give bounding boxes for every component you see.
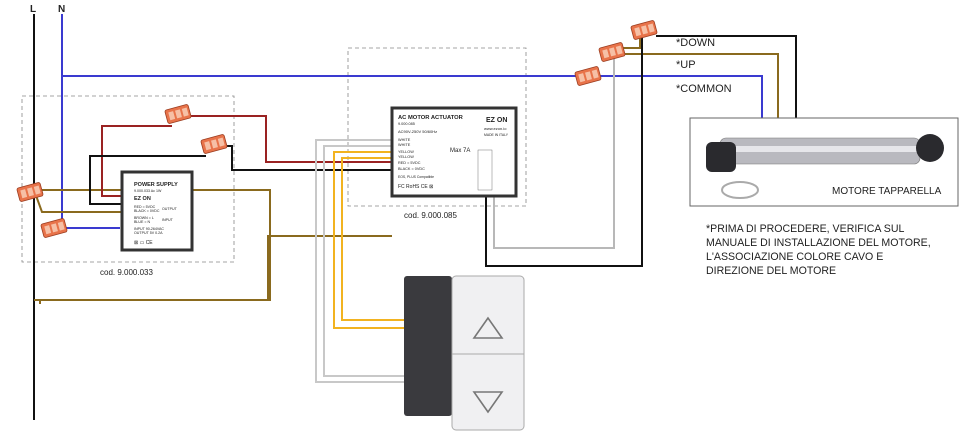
wago-connector [598, 42, 626, 62]
switch-wires [315, 139, 414, 383]
ps-spec2: OUTPUT 5V 0.2A [134, 231, 163, 235]
actuator-compat: EOS, PLUS Compatible [398, 175, 434, 179]
ps-brown-line: BROWN = L [134, 216, 154, 220]
wago-connector [40, 218, 68, 238]
ps-code: cod. 9.000.033 [100, 268, 153, 277]
motor-label: MOTORE TAPPARELLA [832, 186, 942, 197]
ps-blue-line: BLUE = N [134, 220, 150, 224]
actuator-site: www.ezon.io [484, 126, 507, 131]
ps-black-line: BLACK = 0VDC [134, 209, 160, 213]
actuator-model: 9.000.085 [398, 122, 415, 126]
actuator-max: Max 7A [450, 148, 470, 154]
ps-brand-logo: EZ ON [134, 196, 151, 202]
connectors [16, 20, 658, 238]
actuator-white2: WHITE [398, 143, 411, 147]
ps-cert-marks: ⊠ ▭ CE [134, 240, 153, 246]
power-supply-module: POWER SUPPLY 9.000.033 Ac 1W EZ ON RED =… [120, 170, 194, 252]
actuator-red: RED = 5VDC [398, 161, 421, 165]
ps-red-line: RED = 5VDC [134, 205, 156, 209]
power-supply-enclosure [21, 95, 235, 263]
actuator-yellow1: YELLOW [398, 150, 414, 154]
neutral-wire [61, 14, 763, 229]
note-line: *PRIMA DI PROCEDERE, VERIFICA SUL [706, 223, 905, 235]
actuator-brand-logo: EZ ON [486, 117, 507, 124]
ps-subtitle: 9.000.033 Ac 1W [134, 189, 162, 193]
wago-connector [574, 66, 602, 86]
wago-connector [630, 20, 658, 40]
rocker-switch [404, 275, 525, 431]
up-arrow-icon [472, 316, 504, 339]
ps-input: INPUT [162, 218, 174, 222]
actuator-white1: WHITE [398, 138, 411, 142]
actuator-code: cod. 9.000.085 [404, 211, 457, 220]
actuator-title: AC MOTOR ACTUATOR [398, 115, 464, 121]
actuator-made: MADE IN ITALY [484, 133, 509, 137]
installation-note: *PRIMA DI PROCEDERE, VERIFICA SUL MANUAL… [706, 222, 956, 278]
actuator-cert-marks: FC RoHS CE ⊠ [398, 184, 433, 190]
note-line: DIREZIONE DEL MOTORE [706, 265, 837, 277]
down-arrow-icon [472, 391, 504, 414]
line-label: L [30, 4, 36, 15]
actuator-module: AC MOTOR ACTUATOR 9.000.085 AC90V-250V 5… [390, 106, 518, 198]
ps-output: OUTPUT [162, 207, 178, 211]
ps-title: POWER SUPPLY [134, 182, 178, 188]
ps-spec1: INPUT 90-264VAC [134, 227, 164, 231]
note-line: L'ASSOCIAZIONE COLORE CAVO E [706, 251, 884, 263]
motor-box: MOTORE TAPPARELLA [689, 117, 959, 207]
wire-label-down: *DOWN [676, 37, 715, 49]
actuator-rating: AC90V-250V 50/60Hz [398, 129, 437, 134]
wire-label-common: *COMMON [676, 83, 732, 95]
actuator-yellow2: YELLOW [398, 155, 414, 159]
wago-connector [164, 104, 192, 124]
wago-connector [16, 182, 44, 202]
neutral-label: N [58, 4, 65, 15]
note-line: MANUALE DI INSTALLAZIONE DEL MOTORE, [706, 237, 931, 249]
actuator-black: BLACK = 0VDC [398, 167, 425, 171]
motor-output-wires [485, 34, 797, 267]
wire-label-up: *UP [676, 59, 696, 71]
wago-connector [200, 134, 228, 154]
